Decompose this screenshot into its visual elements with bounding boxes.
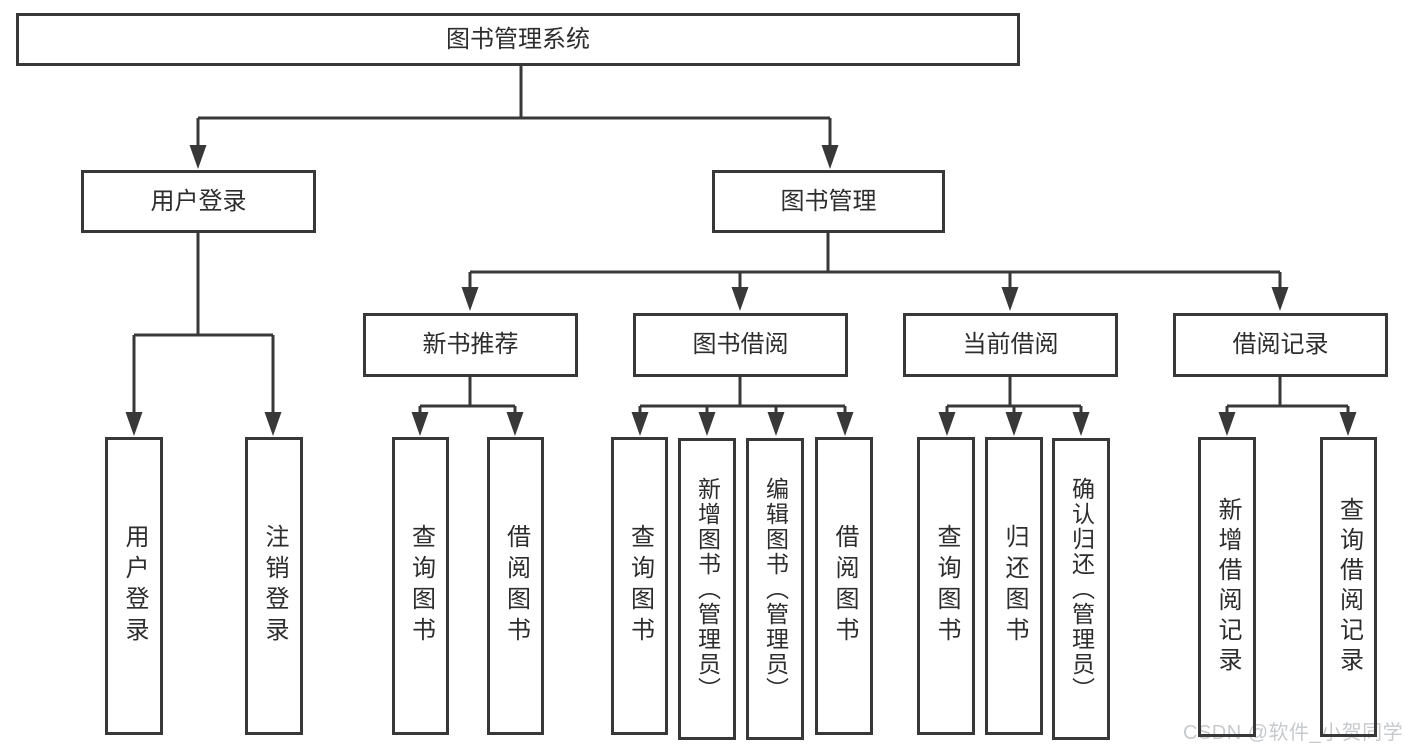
leaf-add-books-admin: 新增图书（管理员） [678, 438, 736, 740]
leaf-query-borrow-record: 查询借阅记录 [1320, 437, 1377, 737]
node-user-login-branch: 用户登录 [81, 170, 316, 233]
leaf-query-books-borrowing: 查询图书 [611, 437, 668, 735]
leaf-confirm-return-admin: 确认归还（管理员） [1052, 438, 1110, 740]
csdn-watermark: CSDN @软件_小贺同学 [1183, 722, 1404, 744]
node-current-borrowing: 当前借阅 [903, 313, 1118, 377]
leaf-borrow-books-recommend: 借阅图书 [487, 437, 544, 735]
leaf-add-borrow-record: 新增借阅记录 [1198, 437, 1256, 737]
tree-edges [132, 66, 1350, 417]
node-book-management-branch: 图书管理 [712, 170, 945, 233]
leaf-query-books-recommend: 查询图书 [392, 437, 449, 735]
node-borrowing-records: 借阅记录 [1173, 313, 1388, 377]
leaf-return-books: 归还图书 [985, 437, 1043, 735]
node-book-management-system: 图书管理系统 [16, 13, 1020, 66]
node-new-book-recommendation: 新书推荐 [363, 313, 578, 377]
arrow-down-icons [125, 145, 1357, 436]
leaf-user-login: 用户登录 [105, 437, 163, 735]
leaf-query-books-current: 查询图书 [917, 437, 975, 735]
leaf-borrow-books-borrowing: 借阅图书 [815, 437, 873, 735]
leaf-edit-books-admin: 编辑图书（管理员） [746, 438, 804, 740]
leaf-logout: 注销登录 [245, 437, 303, 735]
node-book-borrowing: 图书借阅 [633, 313, 848, 377]
